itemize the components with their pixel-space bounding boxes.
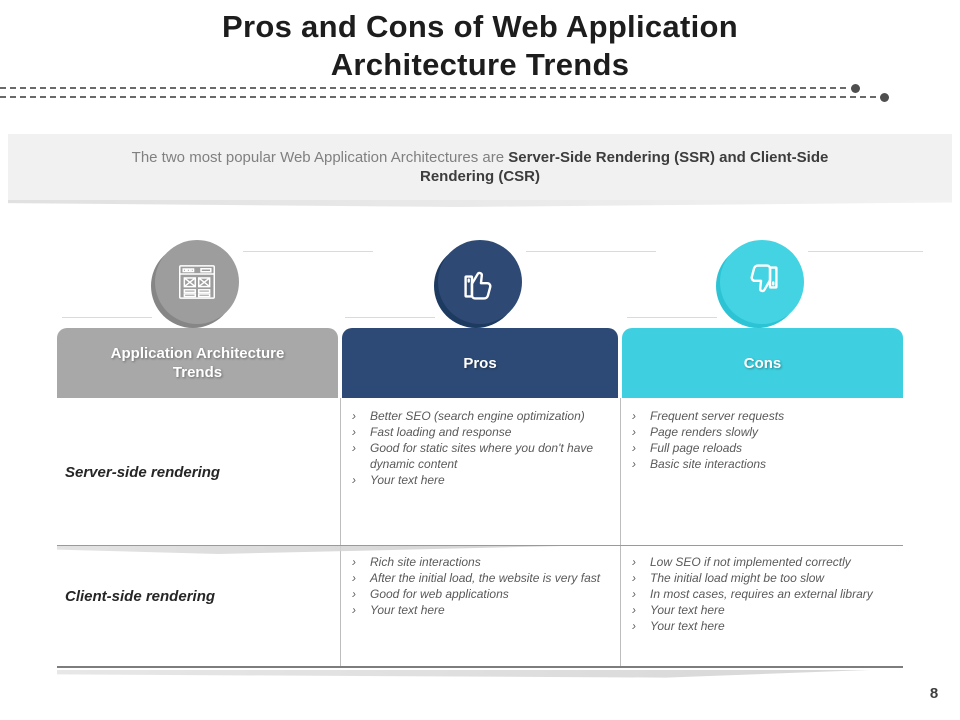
- list-item: › Full page reloads: [632, 440, 896, 456]
- list-item: › Page renders slowly: [632, 424, 896, 440]
- bullet-text: Rich site interactions: [370, 555, 481, 569]
- client-side-pros-list: › Rich site interactions › After the initi…: [352, 554, 602, 618]
- column-header-architecture-trends: Application Architecture Trends: [57, 328, 338, 398]
- banner-swoosh-decoration: [8, 200, 952, 207]
- bullet-text: Your text here: [650, 619, 725, 633]
- connector-line: [243, 251, 373, 252]
- subtitle-normal-text: The two most popular Web Application Arc…: [131, 149, 509, 166]
- list-item: › The initial load might be too slow: [632, 570, 896, 586]
- client-side-cons-list: › Low SEO if not implemented correctly › T…: [632, 554, 896, 634]
- list-item: › Your text here: [632, 618, 896, 634]
- list-item: › Better SEO (search engine optimization): [352, 408, 602, 424]
- bullet-marker: ›: [352, 571, 356, 585]
- bullet-text: Low SEO if not implemented correctly: [650, 555, 851, 569]
- table-bottom-swoosh-decoration: [57, 670, 870, 678]
- bullet-marker: ›: [352, 473, 356, 487]
- title-line-1: Pros and Cons of Web Application: [222, 9, 738, 44]
- bullet-text: Fast loading and response: [370, 425, 512, 439]
- browser-wireframe-icon: [179, 265, 215, 299]
- dashed-line-bottom: [0, 96, 876, 98]
- bullet-text: Basic site interactions: [650, 457, 767, 471]
- dash-end-dot-top: [851, 84, 860, 93]
- list-item: › Frequent server requests: [632, 408, 896, 424]
- comparison-table-body: Server-side rendering Client-side render…: [57, 398, 903, 668]
- bullet-marker: ›: [632, 603, 636, 617]
- bullet-text: After the initial load, the website is v…: [370, 571, 601, 585]
- list-item: › After the initial load, the website is …: [352, 570, 602, 586]
- bullet-marker: ›: [352, 425, 356, 439]
- bullet-marker: ›: [352, 409, 356, 423]
- column-divider: [340, 398, 341, 668]
- bullet-marker: ›: [632, 425, 636, 439]
- list-item: › Low SEO if not implemented correctly: [632, 554, 896, 570]
- bullet-text: Good for web applications: [370, 587, 509, 601]
- bullet-marker: ›: [352, 555, 356, 569]
- list-item: › Fast loading and response: [352, 424, 602, 440]
- bullet-text: Full page reloads: [650, 441, 743, 455]
- bullet-text: Page renders slowly: [650, 425, 759, 439]
- list-item: › Basic site interactions: [632, 456, 896, 472]
- list-item: › Rich site interactions: [352, 554, 602, 570]
- column-divider: [620, 398, 621, 668]
- bullet-text: Your text here: [370, 603, 445, 617]
- architecture-trends-circle: [155, 240, 239, 324]
- bullet-text: Your text here: [370, 473, 445, 487]
- column-header-pros: Pros: [342, 328, 618, 398]
- thumbs-up-icon: [464, 271, 492, 300]
- bullet-text: In most cases, requires an external libr…: [650, 587, 873, 601]
- connector-line: [627, 317, 717, 318]
- list-item: › Your text here: [632, 602, 896, 618]
- bullet-marker: ›: [632, 409, 636, 423]
- bullet-marker: ›: [632, 555, 636, 569]
- server-side-pros-list: › Better SEO (search engine optimization)…: [352, 408, 602, 488]
- bullet-text: Your text here: [650, 603, 725, 617]
- row-label-client-side: Client-side rendering: [65, 588, 216, 605]
- page-title: Pros and Cons of Web Application Archite…: [0, 8, 960, 84]
- list-item: › In most cases, requires an external lib…: [632, 586, 896, 602]
- bullet-marker: ›: [632, 441, 636, 455]
- bullet-text: Better SEO (search engine optimization): [370, 409, 585, 423]
- subtitle-text: The two most popular Web Application Arc…: [100, 148, 860, 186]
- connector-line: [345, 317, 435, 318]
- dash-end-dot-bottom: [880, 93, 889, 102]
- page-number: 8: [929, 685, 939, 702]
- bullet-marker: ›: [632, 619, 636, 633]
- connector-line: [808, 251, 923, 252]
- title-line-2: Architecture Trends: [330, 47, 630, 82]
- connector-line: [526, 251, 656, 252]
- list-item: › Good for web applications: [352, 586, 602, 602]
- bullet-text: Good for static sites where you don't ha…: [370, 441, 594, 471]
- bullet-marker: ›: [632, 457, 636, 471]
- cons-circle: [720, 240, 804, 324]
- dashed-line-top: [0, 87, 846, 89]
- subtitle-bold-text: Server-Side Rendering (SSR) and Client-S…: [420, 149, 829, 185]
- column-header-cons: Cons: [622, 328, 903, 398]
- list-item: › Your text here: [352, 602, 602, 618]
- bullet-marker: ›: [352, 587, 356, 601]
- pros-circle: [438, 240, 522, 324]
- subtitle-banner: The two most popular Web Application Arc…: [8, 134, 952, 200]
- row-divider: [57, 545, 903, 546]
- bullet-marker: ›: [632, 587, 636, 601]
- bullet-marker: ›: [352, 603, 356, 617]
- bullet-marker: ›: [632, 571, 636, 585]
- bullet-text: The initial load might be too slow: [650, 571, 825, 585]
- server-side-cons-list: › Frequent server requests › Page renders …: [632, 408, 896, 472]
- list-item: › Your text here: [352, 472, 602, 488]
- thumbs-down-icon: [750, 264, 778, 293]
- bullet-marker: ›: [352, 441, 356, 455]
- table-bottom-border: [57, 666, 903, 668]
- bullet-text: Frequent server requests: [650, 409, 785, 423]
- list-item: › Good for static sites where you don't h…: [352, 440, 602, 472]
- row-label-server-side: Server-side rendering: [65, 464, 221, 481]
- connector-line: [62, 317, 152, 318]
